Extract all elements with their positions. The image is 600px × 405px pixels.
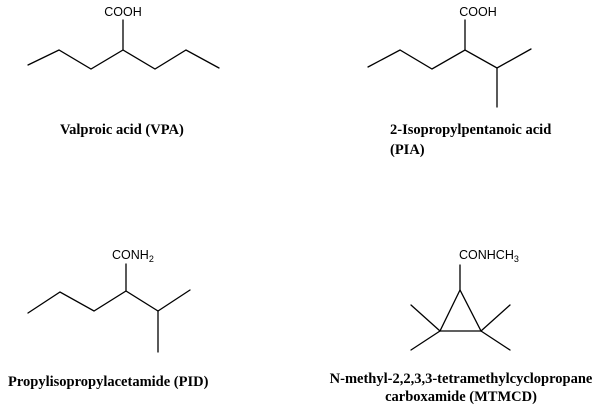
pid-chain-bonds (27, 289, 191, 314)
mtmcd-amide-subscript: 3 (514, 254, 519, 264)
mtmcd-amide-text: CONHCH (459, 248, 514, 262)
mtmcd-methyl-bond-1 (410, 304, 441, 332)
pid-skeleton (27, 263, 191, 353)
pid-amide-subscript: 2 (149, 254, 154, 264)
mtmcd-amide-group: CONHCH3 (459, 248, 519, 264)
vpa-carboxyl-group: COOH (104, 5, 142, 19)
mtmcd-methyl-bond-3 (480, 304, 511, 332)
molecule-mtmcd: CONHCH3 N-methyl-2,2,3,3-tetramethylcycl… (330, 248, 593, 405)
pia-chain-bonds (367, 48, 532, 70)
pia-caption-line-2: (PIA) (390, 142, 425, 158)
mtmcd-caption-line-2: carboxamide (MTMCD) (385, 389, 537, 405)
mtmcd-caption: N-methyl-2,2,3,3-tetramethylcyclopropane (330, 371, 593, 387)
mtmcd-cyclopropane-ring (438, 288, 483, 332)
mtmcd-methyl-bond-4 (480, 330, 511, 351)
pia-skeleton (367, 19, 532, 108)
vpa-skeleton (27, 19, 220, 70)
pid-amide-group: CONH2 (112, 248, 154, 264)
pia-caption: 2-Isopropylpentanoic acid (390, 122, 551, 138)
molecule-pid: CONH2 Propylisopropylacetamide (PID) (8, 248, 209, 390)
pid-amide-text: CONH (112, 248, 149, 262)
molecule-vpa: COOH Valproic acid (VPA) (27, 5, 220, 138)
vpa-caption: Valproic acid (VPA) (60, 122, 184, 138)
vpa-chain-bonds (27, 49, 220, 70)
pid-caption: Propylisopropylacetamide (PID) (8, 374, 209, 390)
mtmcd-skeleton (410, 264, 511, 351)
molecule-pia: COOH 2-Isopropylpentanoic acid (PIA) (367, 5, 551, 158)
pia-carboxyl-group: COOH (459, 5, 497, 19)
mtmcd-methyl-bond-2 (410, 330, 441, 351)
